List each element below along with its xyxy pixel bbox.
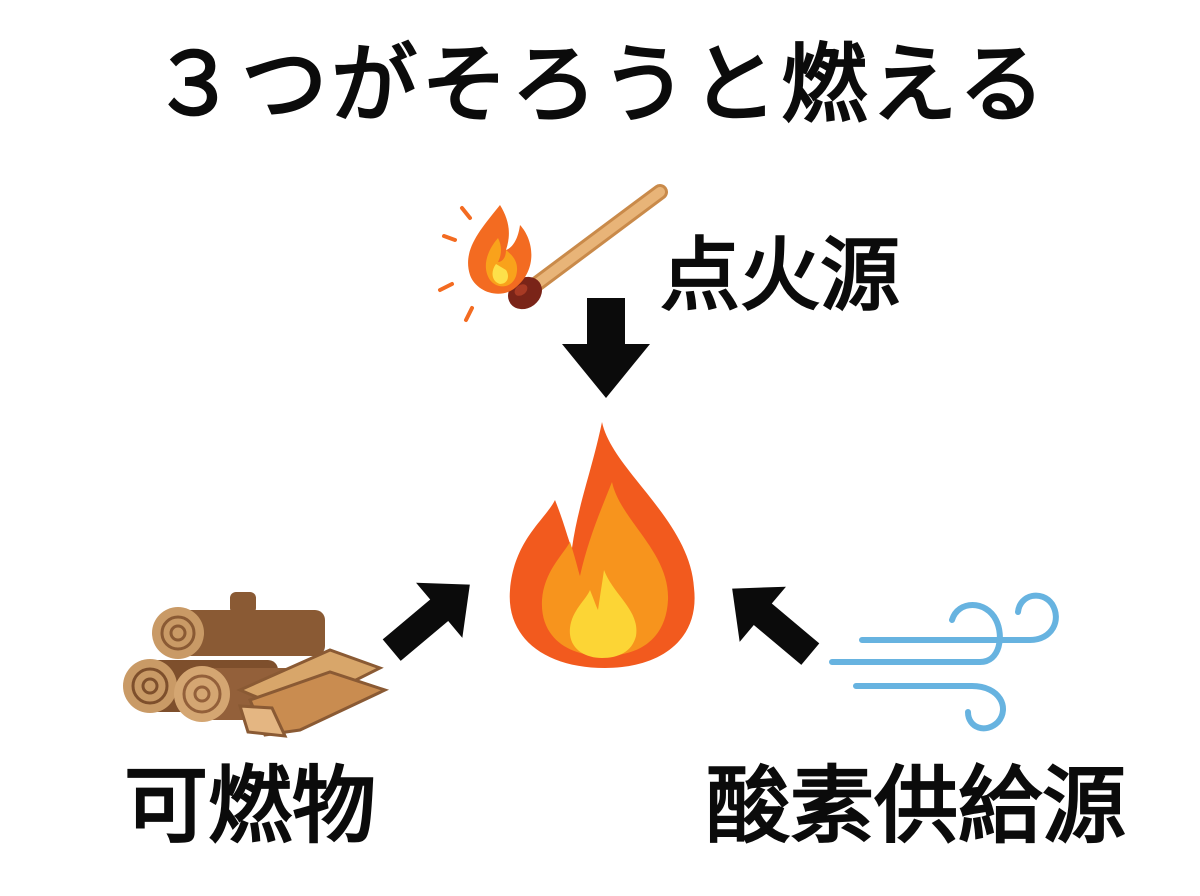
firewood-icon: [123, 592, 390, 738]
diagram-title: ３つがそろうと燃える: [151, 35, 1049, 135]
arrow-down: [562, 298, 650, 398]
wind-icon: [829, 592, 1059, 732]
fire-icon: [509, 422, 695, 668]
label-fuel: 可燃物: [124, 757, 377, 855]
label-ignition-source: 点火源: [660, 229, 900, 322]
arrow-from-fuel: [382, 582, 470, 661]
arrow-from-oxygen: [732, 586, 820, 665]
label-oxygen-source: 酸素供給源: [706, 757, 1127, 855]
match-icon: [438, 184, 668, 322]
